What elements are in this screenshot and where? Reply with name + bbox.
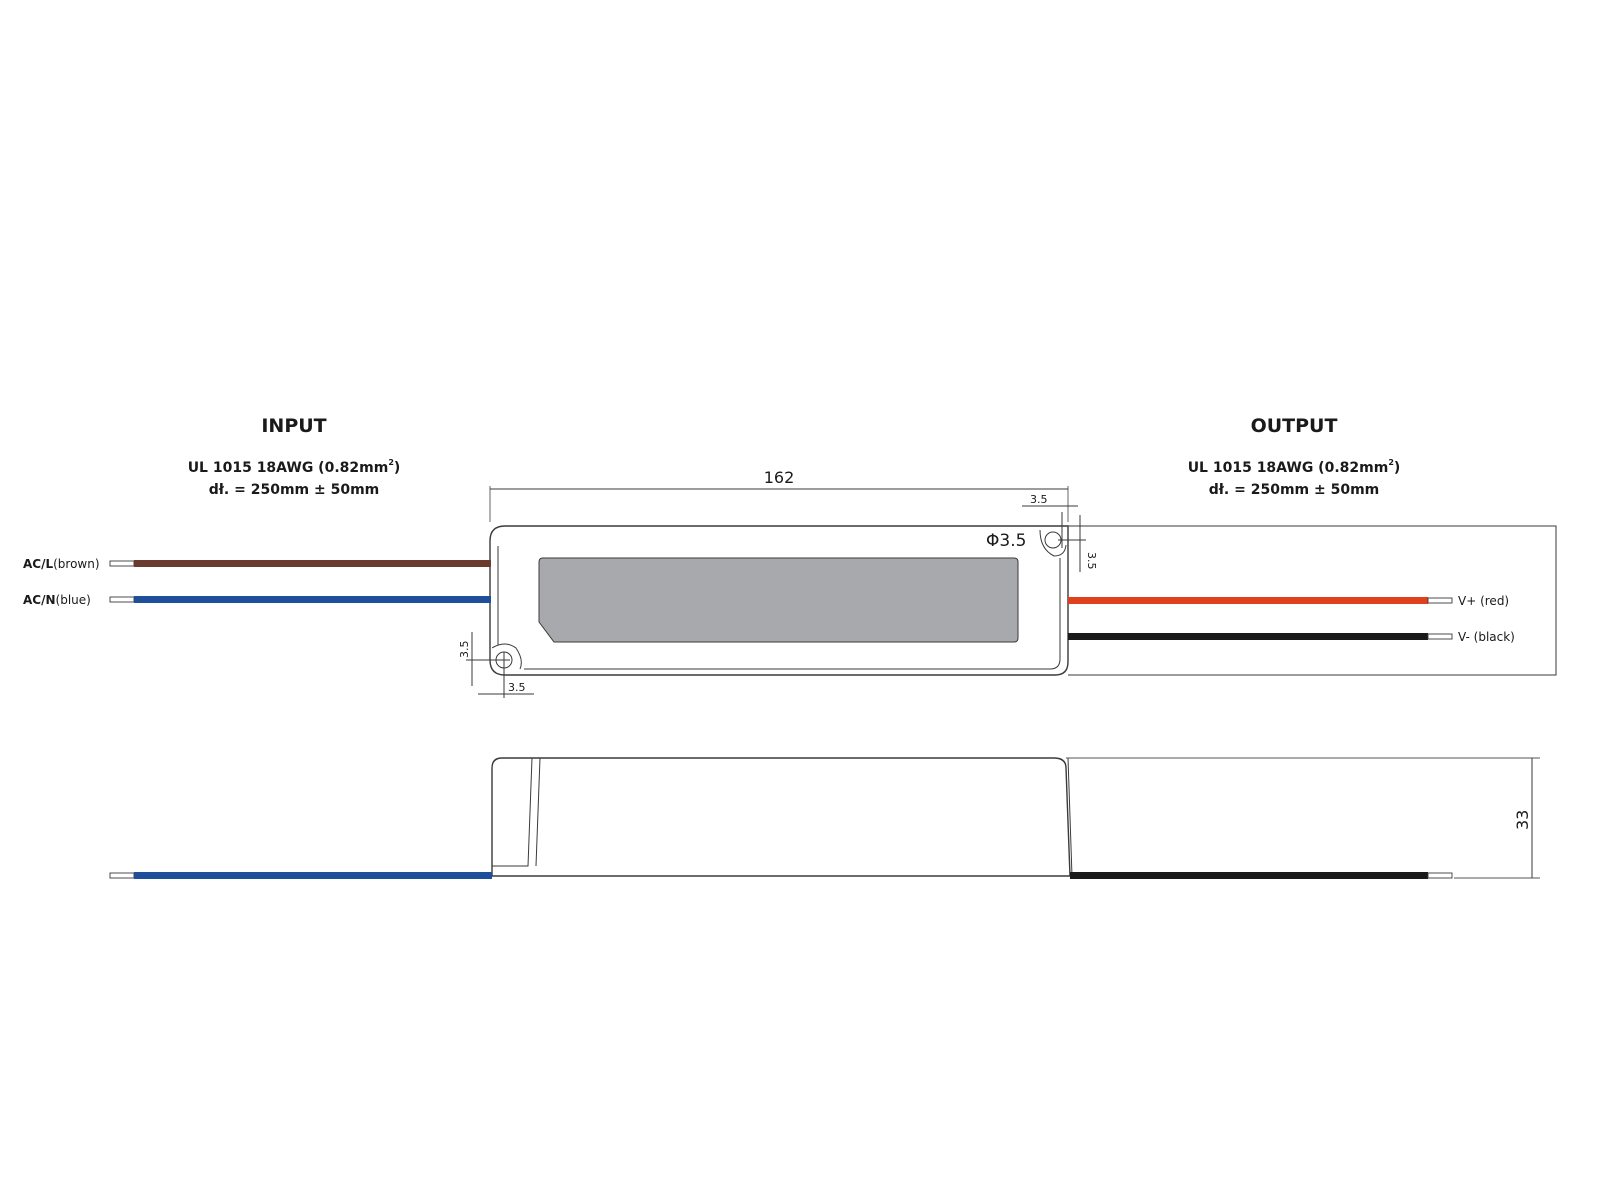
input-wire-n-suffix: (blue): [56, 593, 91, 607]
output-wire-black-body: [1068, 633, 1428, 640]
output-cable-spec-end: ): [1394, 460, 1400, 476]
hole-offset-bottom: 3.5: [508, 681, 526, 694]
input-wire-l-bold: AC/L: [23, 557, 53, 571]
input-wire-label-l: AC/L(brown): [23, 557, 100, 571]
output-wire-red: [1068, 597, 1453, 604]
label-panel: [538, 557, 1019, 643]
side-input-wire-blue: [109, 872, 492, 879]
hole-offset-right: 3.5: [1085, 552, 1098, 570]
side-input-wire-body: [134, 872, 492, 879]
output-wire-black: [1068, 633, 1453, 640]
height-dim-value: 33: [1513, 810, 1532, 830]
input-cable-spec-end: ): [394, 460, 400, 476]
output-cable-spec-sup: 2: [1388, 458, 1394, 467]
output-title: OUTPUT: [1251, 415, 1338, 437]
side-output-wire-black: [1070, 872, 1453, 879]
output-cable-spec: UL 1015 18AWG (0.82mm2): [1188, 458, 1401, 476]
output-wire-frame: [1068, 525, 1557, 676]
mounting-hole-top-right: [1039, 529, 1067, 557]
output-cable-spec-main: UL 1015 18AWG (0.82mm: [1188, 460, 1389, 476]
output-wire-red-body: [1068, 597, 1428, 604]
input-wire-blue: [109, 596, 491, 603]
input-wire-label-n: AC/N(blue): [23, 593, 91, 607]
input-cable-length: dł. = 250mm ± 50mm: [209, 482, 380, 498]
input-wire-brown: [109, 560, 491, 567]
input-cable-spec-main: UL 1015 18AWG (0.82mm: [188, 460, 389, 476]
input-wire-brown-body: [134, 560, 491, 567]
output-wire-label-pos: V+ (red): [1458, 594, 1509, 608]
input-wire-n-bold: AC/N: [23, 593, 56, 607]
housing-top-view: [489, 525, 1069, 676]
side-input-wire-tip: [109, 872, 135, 879]
input-wire-l-suffix: (brown): [53, 557, 99, 571]
output-cable-length: dł. = 250mm ± 50mm: [1209, 482, 1380, 498]
hole-offset-top: 3.5: [1030, 493, 1048, 506]
hole-diameter-label: Φ3.5: [986, 531, 1026, 551]
side-output-wire-body: [1070, 872, 1428, 879]
input-wire-blue-tip: [109, 596, 135, 603]
input-wire-brown-tip: [109, 560, 135, 567]
input-title: INPUT: [261, 415, 326, 437]
side-output-wire-tip: [1427, 872, 1453, 879]
housing-side-endcap: [492, 757, 1073, 877]
input-cable-spec: UL 1015 18AWG (0.82mm2): [188, 458, 401, 476]
input-cable-spec-sup: 2: [388, 458, 394, 467]
output-wire-red-tip: [1427, 597, 1453, 604]
hole-offset-left: 3.5: [458, 641, 471, 659]
input-wire-blue-body: [134, 596, 491, 603]
housing-side-view: [491, 757, 1071, 877]
length-dim-value: 162: [764, 468, 795, 487]
output-wire-black-tip: [1427, 633, 1453, 640]
mounting-hole-bottom-left: [491, 643, 522, 670]
output-wire-label-neg: V- (black): [1458, 630, 1515, 644]
housing-top-inner: [497, 546, 1061, 670]
